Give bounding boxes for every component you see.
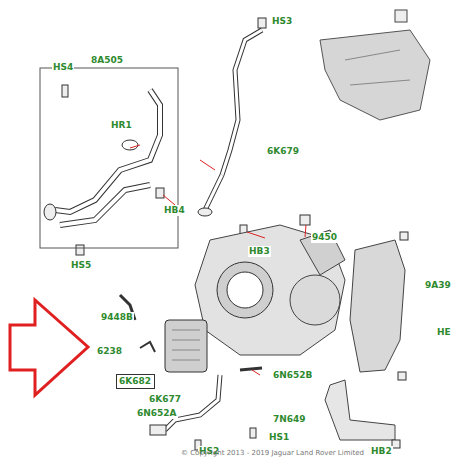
callout-number: 6N652A — [136, 408, 178, 419]
callout-number: HS4 — [52, 62, 74, 73]
callout-number: 9448B — [100, 312, 134, 323]
copyright-note: © Copyright 2013 - 2019 Jaguar Land Rove… — [180, 448, 365, 458]
parts-group-frame: 8A505 — [40, 68, 178, 248]
callout-number: 6K679 — [266, 146, 300, 157]
callout-number: 8A505 — [90, 55, 124, 66]
callout-number: 6K677 — [148, 394, 182, 405]
callout-number: HE — [436, 327, 452, 338]
callout-number: HB2 — [370, 446, 393, 457]
boxed-callout: 6K682 — [116, 374, 155, 389]
callout-number: HS3 — [271, 16, 293, 27]
callout-number: 9450 — [311, 232, 338, 243]
callout-number: HS5 — [70, 260, 92, 271]
callout-number: HR1 — [110, 120, 133, 131]
callout-number: HB4 — [163, 205, 186, 216]
callout-number: HB3 — [248, 246, 271, 257]
callout-number: 6K682 — [119, 376, 152, 387]
callout-number: HS1 — [268, 432, 290, 443]
callout-number: 9A39 — [424, 280, 452, 291]
callout-number: 7N649 — [272, 414, 307, 425]
callout-number: 6238 — [96, 346, 123, 357]
callout-number: 6N652B — [272, 370, 313, 381]
